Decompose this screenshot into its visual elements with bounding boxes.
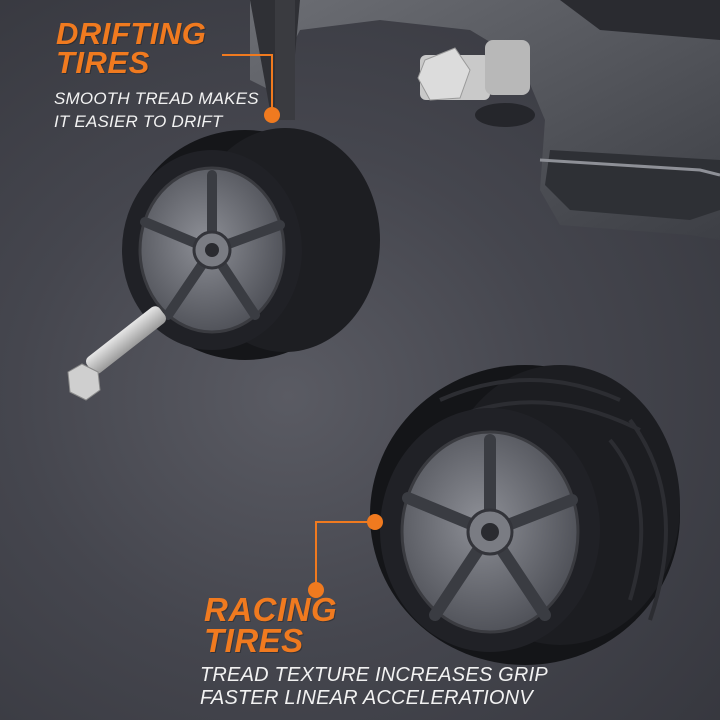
racing-tire — [370, 365, 680, 665]
racing-title-line1: RACING — [204, 591, 338, 628]
drifting-desc-line1: SMOOTH TREAD MAKES — [54, 89, 259, 108]
bolt — [67, 306, 166, 401]
drifting-tire — [122, 128, 380, 360]
drifting-desc-line2: IT EASIER TO DRIFT — [54, 111, 223, 131]
racing-desc-line2: FASTER LINEAR ACCELERATIONV — [200, 687, 533, 709]
racing-desc-line1: TREAD TEXTURE INCREASES GRIP — [200, 664, 548, 686]
drifting-title-line1: DRIFTING — [56, 16, 207, 51]
drifting-tires-title: DRIFTING TIRES — [56, 16, 207, 81]
racing-title-line2: TIRES — [204, 622, 304, 660]
racing-tires-description: TREAD TEXTURE INCREASES GRIP FASTER LINE… — [200, 664, 548, 710]
car-body — [250, 0, 720, 240]
drifting-callout — [222, 54, 280, 123]
racing-tires-title: RACING TIRES — [204, 591, 338, 660]
drifting-tires-description: SMOOTH TREAD MAKES IT EASIER TO DRIFT — [54, 88, 259, 134]
racing-callout — [308, 514, 383, 598]
drifting-title-line2: TIRES — [56, 45, 150, 81]
axle-hub — [417, 40, 535, 127]
